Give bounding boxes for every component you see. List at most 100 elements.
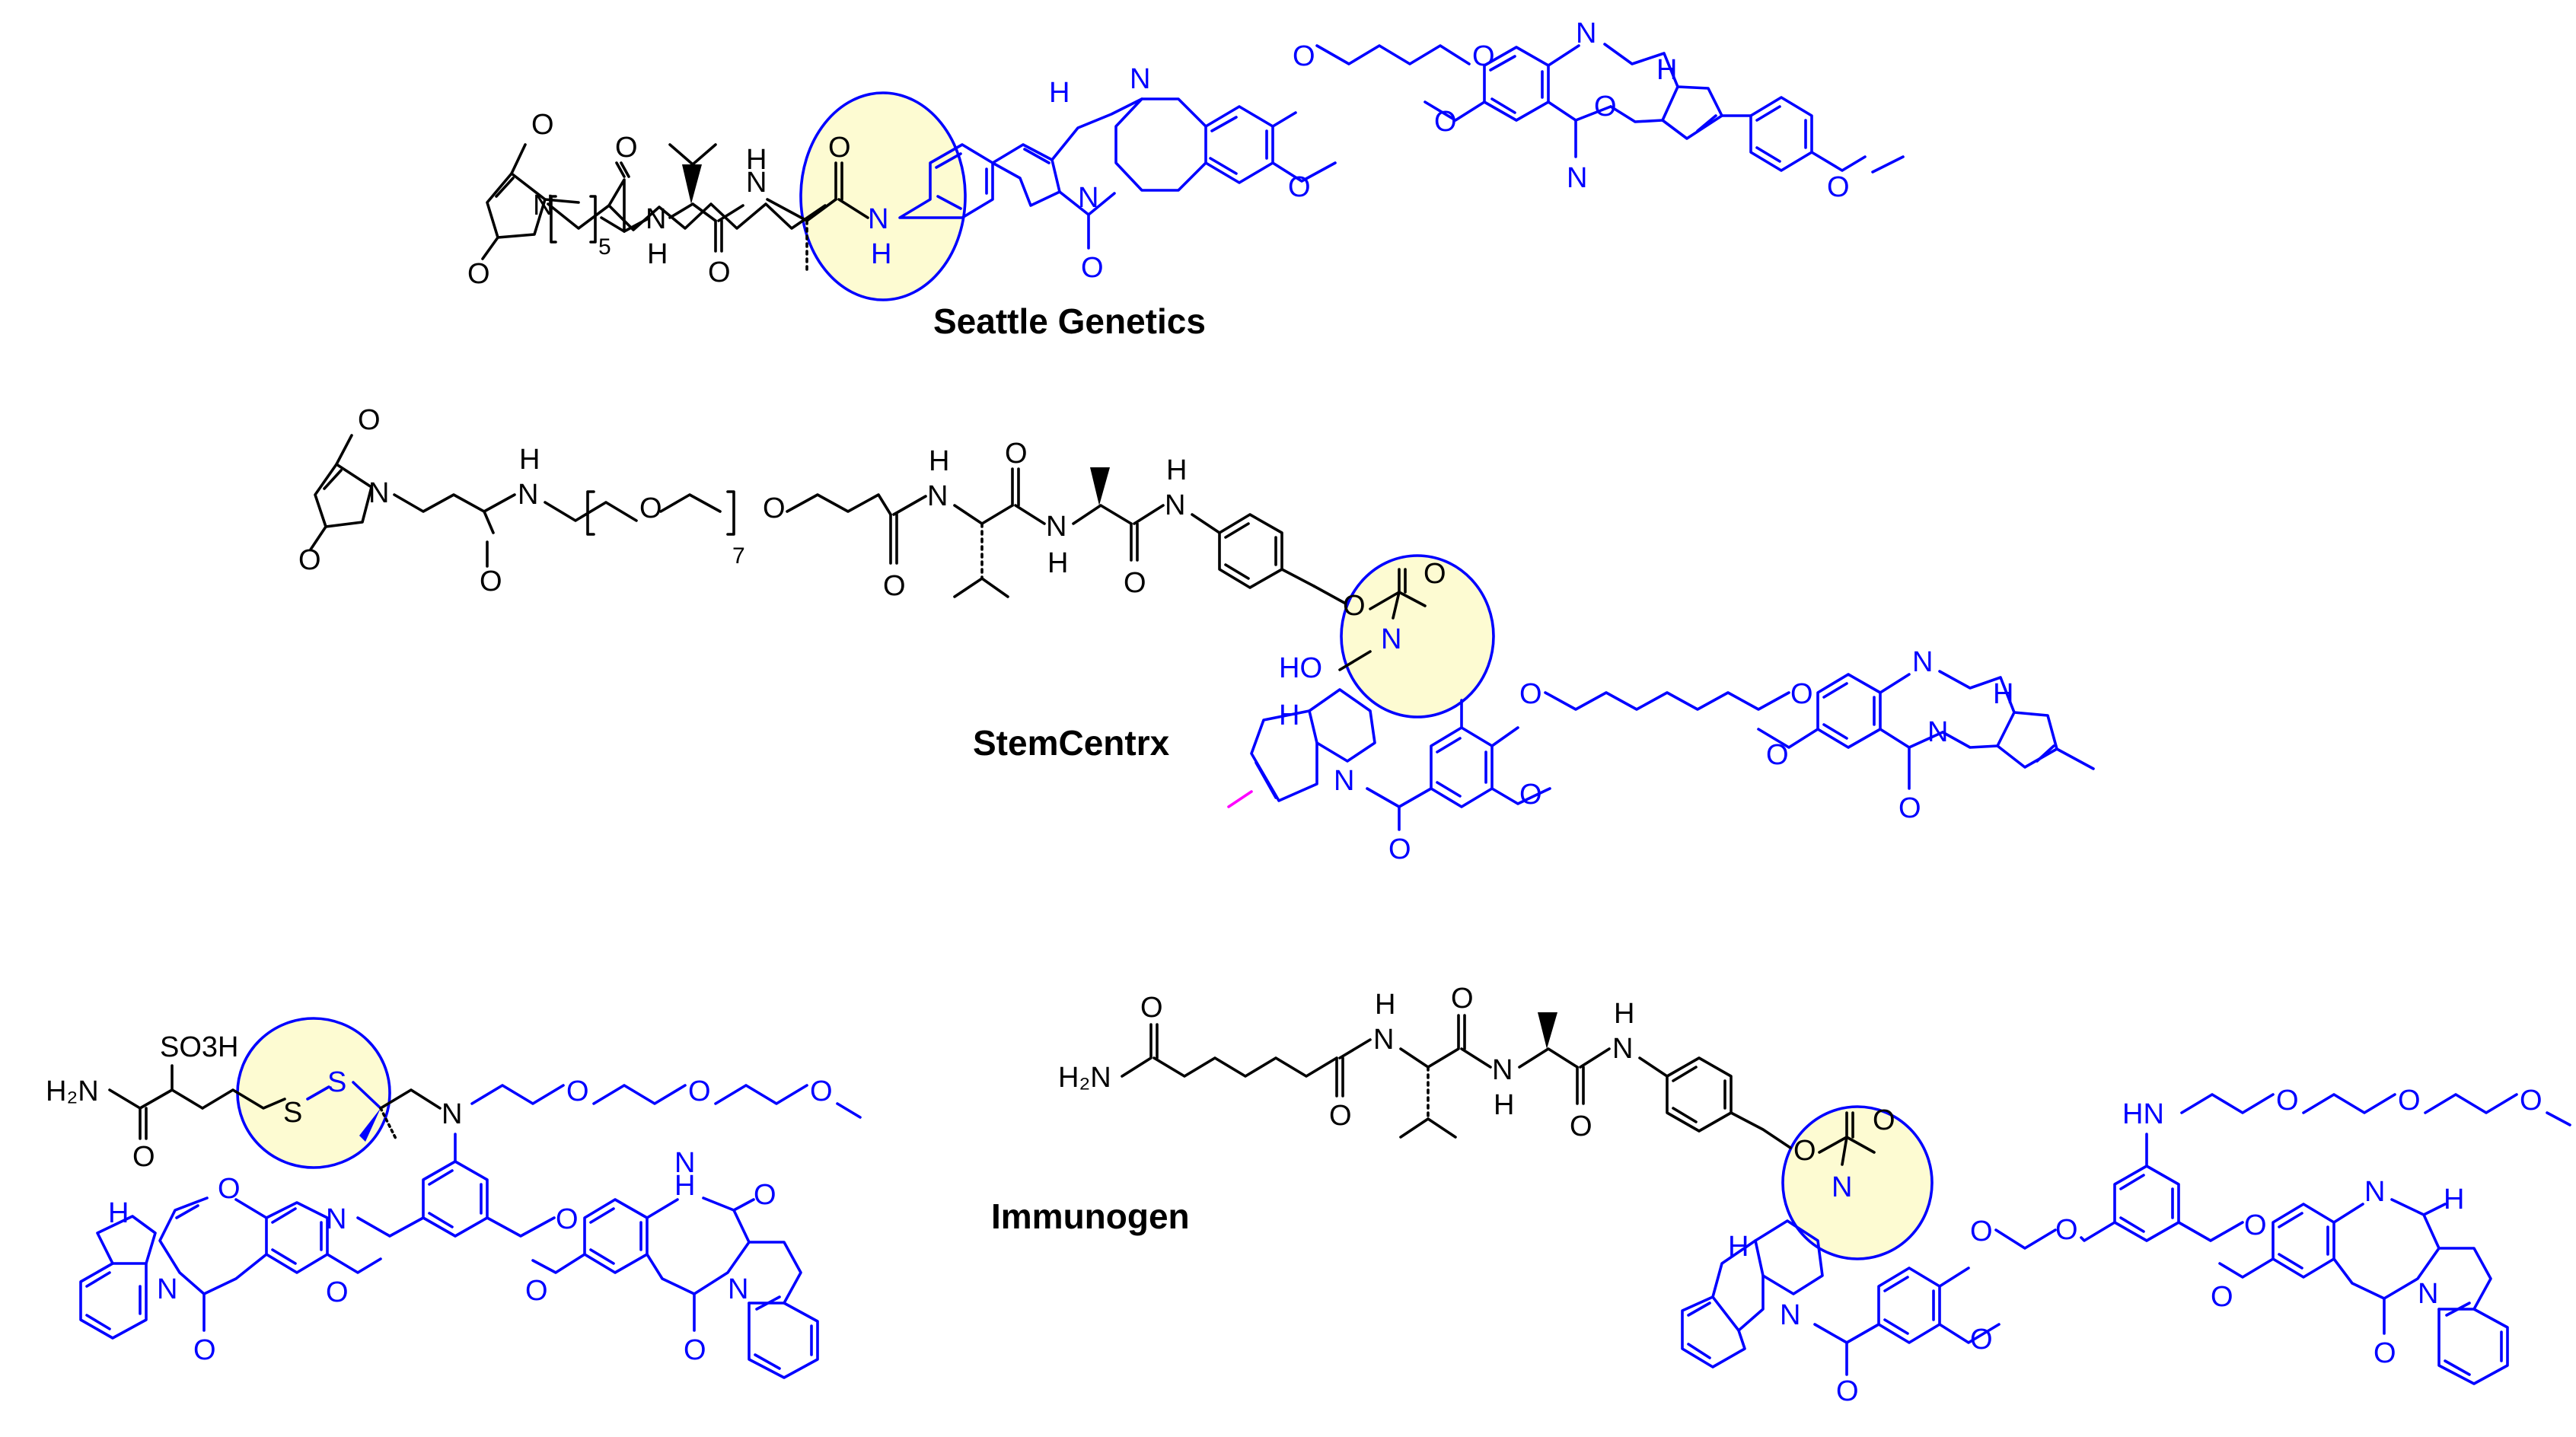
atom-label: H [1049, 77, 1070, 109]
atom-label: N [368, 477, 389, 509]
atom-label: N [746, 167, 767, 199]
atom-label: N [1912, 646, 1933, 678]
stereo-wedge [1538, 1012, 1557, 1049]
atom-label: O [883, 570, 906, 602]
atom-label: O [2276, 1085, 2299, 1117]
atom-label: N [2364, 1176, 2385, 1208]
atom-label: O [1594, 91, 1617, 123]
atom-label: O [684, 1334, 706, 1366]
atom-label: H [1375, 989, 1395, 1021]
atom-label: H [674, 1170, 695, 1202]
atom-label: N [1381, 623, 1401, 655]
atom-label: H₂N [46, 1075, 99, 1107]
pbd-payload: H N O N O O O O N H N [898, 18, 1905, 284]
atom-label: O [2211, 1281, 2233, 1313]
atom-label: O [1423, 558, 1446, 590]
atom-label: O [531, 109, 554, 141]
atom-label: N [326, 1203, 346, 1235]
structure-seattle-genetics: O O N 5 O N H O N H O N H [467, 18, 1905, 341]
atom-label: N [1334, 765, 1354, 797]
cleavage-site-highlight [799, 91, 967, 301]
atom-label: N [1567, 162, 1587, 194]
atom-label: O [810, 1075, 833, 1107]
atom-label: H [2444, 1184, 2464, 1216]
atom-label: O [1970, 1324, 1993, 1356]
atom-label: N [518, 479, 538, 511]
atom-label: N [927, 480, 948, 512]
atom-label: O [1519, 779, 1542, 811]
atom-label: O [1793, 1135, 1816, 1167]
atom-label: S [327, 1066, 346, 1098]
atom-label: N [157, 1273, 177, 1305]
structure-immunogen-left: H₂N O SO3H S S N O O O N O O O [46, 1017, 862, 1379]
atom-label: N [674, 1147, 695, 1179]
atom-label: O [1790, 678, 1813, 710]
atom-label: N [1576, 18, 1596, 49]
atom-label: O [1434, 106, 1457, 138]
atom-label: S [283, 1097, 302, 1129]
atom-label: O [2374, 1337, 2396, 1369]
atom-label: H [519, 444, 540, 476]
atom-label: O [763, 492, 786, 524]
atom-label: H [929, 445, 949, 477]
atom-label: H [1614, 998, 1634, 1030]
atom-label: HN [2122, 1098, 2164, 1130]
atom-label: O [1899, 792, 1921, 824]
atom-label: O [2055, 1214, 2078, 1246]
repeat-count: 5 [598, 234, 611, 260]
atom-label: H [1656, 54, 1677, 86]
atom-label: O [525, 1275, 548, 1307]
caption-seattle-genetics: Seattle Genetics [933, 301, 1206, 341]
atom-label: O [480, 566, 502, 597]
atom-label: O [708, 256, 731, 288]
atom-label: O [1140, 992, 1163, 1024]
pbd-payload-stemcentrx: H N O O O O O N H O [1227, 646, 2095, 865]
atom-label: O [1766, 739, 1789, 771]
atom-label: O [754, 1179, 776, 1211]
atom-label: O [1081, 252, 1104, 284]
atom-label: O [358, 404, 381, 436]
atom-label: O [298, 544, 321, 576]
structure-immunogen-right: H₂N O O N H O N H O N H O O N H [1058, 983, 2571, 1407]
atom-label: O [1970, 1216, 1993, 1247]
carbamate-highlight-right [1781, 1105, 1934, 1260]
atom-label: N [728, 1273, 748, 1305]
atom-label: O [1005, 438, 1028, 470]
atom-label: N [1492, 1054, 1513, 1086]
atom-label: N [1832, 1171, 1852, 1203]
atom-label: O [566, 1075, 589, 1107]
maleimide-group [481, 143, 580, 260]
atom-label: H [871, 238, 891, 270]
caption-stemcentrx: StemCentrx [973, 723, 1170, 763]
atom-label: O [1388, 833, 1411, 865]
atom-label: O [1873, 1104, 1895, 1136]
atom-label: N [1130, 63, 1150, 95]
structure-stemcentrx: O O N O N H O 7 O O N H O N H O N [298, 404, 2095, 865]
stereo-wedge [682, 164, 702, 204]
atom-label: O [1329, 1100, 1352, 1132]
atom-label: H [1494, 1089, 1514, 1121]
stereo-wedge [1090, 467, 1110, 505]
atom-label: O [2398, 1085, 2421, 1117]
atom-label: H [1166, 454, 1187, 486]
atom-label: O [132, 1141, 155, 1173]
atom-label: N [646, 203, 666, 235]
atom-label: N [1927, 716, 1948, 748]
atom-label: O [639, 492, 662, 524]
atom-label: O [1827, 171, 1850, 203]
atom-label: O [1124, 567, 1146, 599]
atom-label: HO [1279, 652, 1322, 684]
atom-label: H [1993, 678, 2013, 710]
atom-label: O [688, 1075, 711, 1107]
atom-label: O [1293, 40, 1315, 72]
atom-label: N [1165, 489, 1185, 521]
atom-label: O [1519, 678, 1542, 710]
atom-label: N [868, 203, 888, 235]
atom-label: H [1047, 547, 1068, 579]
atom-label: O [828, 132, 851, 164]
atom-label: O [2244, 1209, 2267, 1241]
atom-label: O [615, 132, 638, 164]
carbamate-highlight [1340, 554, 1495, 718]
atom-label: N [1612, 1033, 1633, 1065]
